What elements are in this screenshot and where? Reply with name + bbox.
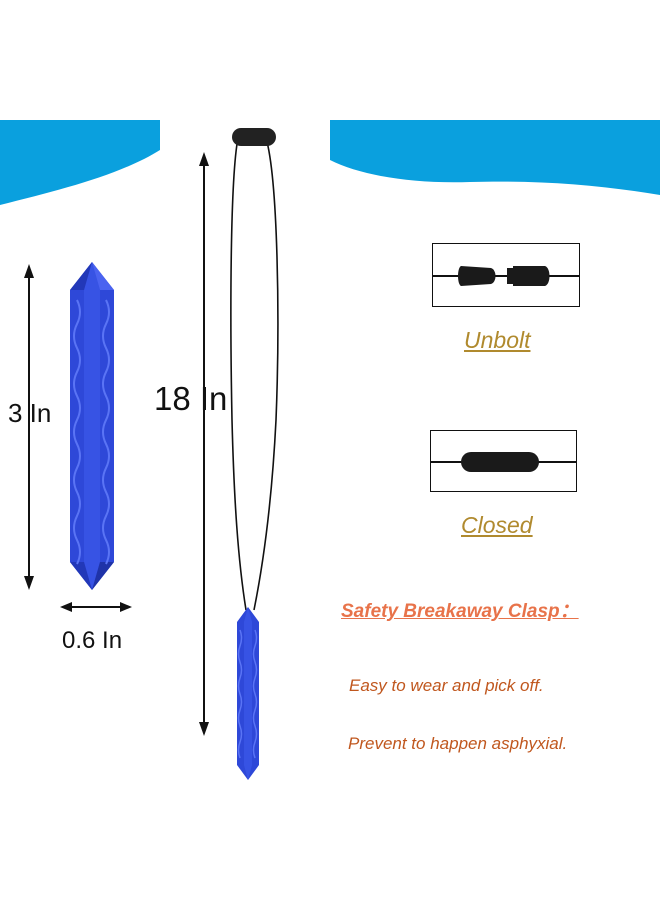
cord-length-label: 18 In [154,380,228,417]
blue-wave-decoration [0,120,660,205]
closed-label: Closed [461,512,533,538]
length-label: 3 In [8,398,52,428]
clasp-closed-image [430,430,577,492]
safety-title: Safety Breakaway Clasp： [341,601,579,622]
unbolt-label: Unbolt [464,327,531,353]
safety-point-2: Prevent to happen asphyxial. [348,734,568,753]
teether-pendant-large [24,262,132,612]
width-label: 0.6 In [62,627,123,654]
clasp-unbolt-image [432,243,580,307]
necklace-on-cord [199,128,279,780]
safety-point-1: Easy to wear and pick off. [349,676,544,695]
